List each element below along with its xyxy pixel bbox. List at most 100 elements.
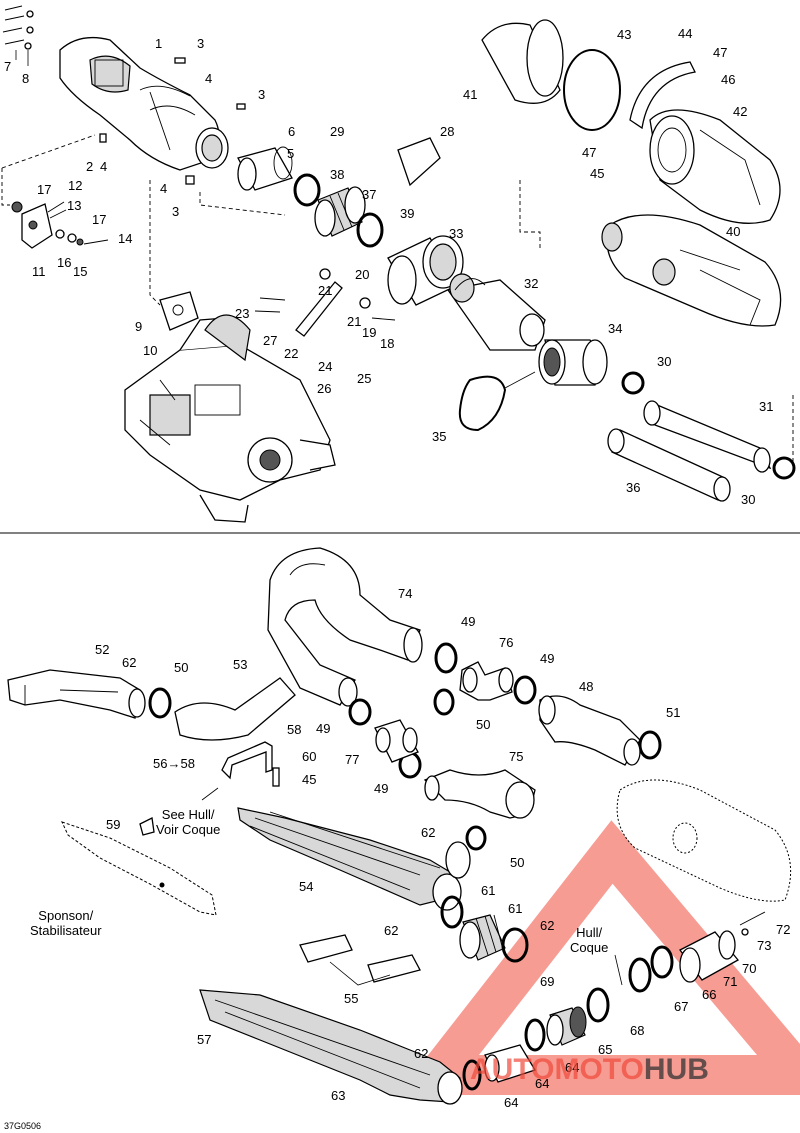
callout-65: 65 [598,1042,613,1057]
callout-4: 4 [100,159,108,174]
tuned-pipe-55 [199,989,463,1105]
callout-49: 49 [461,614,476,629]
bracket-22 [295,281,343,337]
callout-3: 3 [172,204,180,219]
see-hull-note: See Hull/ Voir Coque [156,807,221,837]
callout-57: 57 [197,1032,212,1047]
callout-49: 49 [316,721,331,736]
callout-49: 49 [374,781,389,796]
callout-12: 12 [68,178,83,193]
clamp-49-b [348,698,372,726]
watermark-auto: AUTO [470,1053,555,1086]
callout-58: 58 [287,722,302,737]
leader-dash-left [1,168,10,206]
clamp-50-a [433,688,455,716]
callout-43: 43 [617,27,632,42]
tee-76 [459,661,514,701]
callout-55: 55 [344,991,359,1006]
callout-50: 50 [510,855,525,870]
clamp-50-b [148,687,172,719]
callout-34: 34 [608,321,623,336]
hose-36 [607,428,731,502]
callout-53: 53 [233,657,248,672]
callout-50: 50 [174,660,189,675]
callout-54: 54 [299,879,314,894]
clamp-64-a [462,1059,482,1091]
coupler-37 [314,186,366,237]
clamp-50-c [638,730,662,760]
gasket-35 [458,375,507,432]
gasket-9 [159,291,199,331]
callout-56-58: 56→58 [153,756,195,771]
callout-3: 3 [258,87,266,102]
sponson [61,821,217,916]
outlet-70 [679,930,739,983]
callout-64: 64 [504,1095,519,1110]
callout-66: 66 [702,987,717,1002]
clamp-61-a [440,895,464,929]
hose-31 [643,400,772,473]
callout-5: 5 [287,146,295,161]
hull-coque-note: Hull/ Coque [570,925,609,955]
callout-7: 7 [4,59,12,74]
callout-26: 26 [317,381,332,396]
callout-68: 68 [630,1023,645,1038]
callout-25: 25 [357,371,372,386]
callout-51: 51 [666,705,681,720]
callout-24: 24 [318,359,333,374]
callout-45: 45 [590,166,605,181]
callout-45: 45 [302,772,317,787]
callout-4: 4 [205,71,213,86]
callout-30: 30 [741,492,756,507]
pipe-5 [237,146,293,191]
engine-block [124,314,336,523]
callout-60: 60 [302,749,317,764]
callout-39: 39 [400,206,415,221]
muffler-ghost [616,779,792,902]
strap-44 [629,61,696,130]
clamp-39 [356,212,384,248]
callout-19: 19 [362,325,377,340]
callout-72: 72 [776,922,791,937]
sleeve-60 [459,914,506,961]
callout-69: 69 [540,974,555,989]
pipe-32 [446,273,546,351]
callout-49: 49 [540,651,555,666]
watermark-hub: HUB [643,1053,709,1086]
small-hardware-left [99,57,246,185]
bracket-11-assembly [11,201,109,249]
callout-23: 23 [235,306,250,321]
callout-32: 32 [524,276,539,291]
callout-71: 71 [723,974,738,989]
callout-17: 17 [37,182,52,197]
callout-50: 50 [476,717,491,732]
callout-46: 46 [721,72,736,87]
diagram-reference-code: 37G0506 [4,1121,42,1131]
callout-4: 4 [160,181,168,196]
callout-64: 64 [535,1076,550,1091]
callout-9: 9 [135,319,143,334]
callout-33: 33 [449,226,464,241]
muffler-34 [538,339,608,386]
callout-61: 61 [481,883,496,898]
callout-47: 47 [582,145,597,160]
callout-75: 75 [509,749,524,764]
callout-14: 14 [118,231,133,246]
callout-40: 40 [726,224,741,239]
ring-66 [650,945,674,979]
callout-13: 13 [67,198,82,213]
callout-63: 63 [331,1088,346,1103]
callout-2: 2 [86,159,94,174]
callout-11: 11 [32,264,46,279]
muffler-assembly-outline [519,180,541,250]
elbow-75 [423,769,536,819]
clamp-38 [293,173,321,207]
callout-31: 31 [759,399,774,414]
clamp-49-c [513,675,537,705]
clamp-30-a [621,371,645,395]
callout-62: 62 [122,655,137,670]
exhaust-pipe-74 [267,547,423,707]
callout-76: 76 [499,635,514,650]
callout-1: 1 [155,36,163,51]
clamp-61-b [501,927,529,963]
